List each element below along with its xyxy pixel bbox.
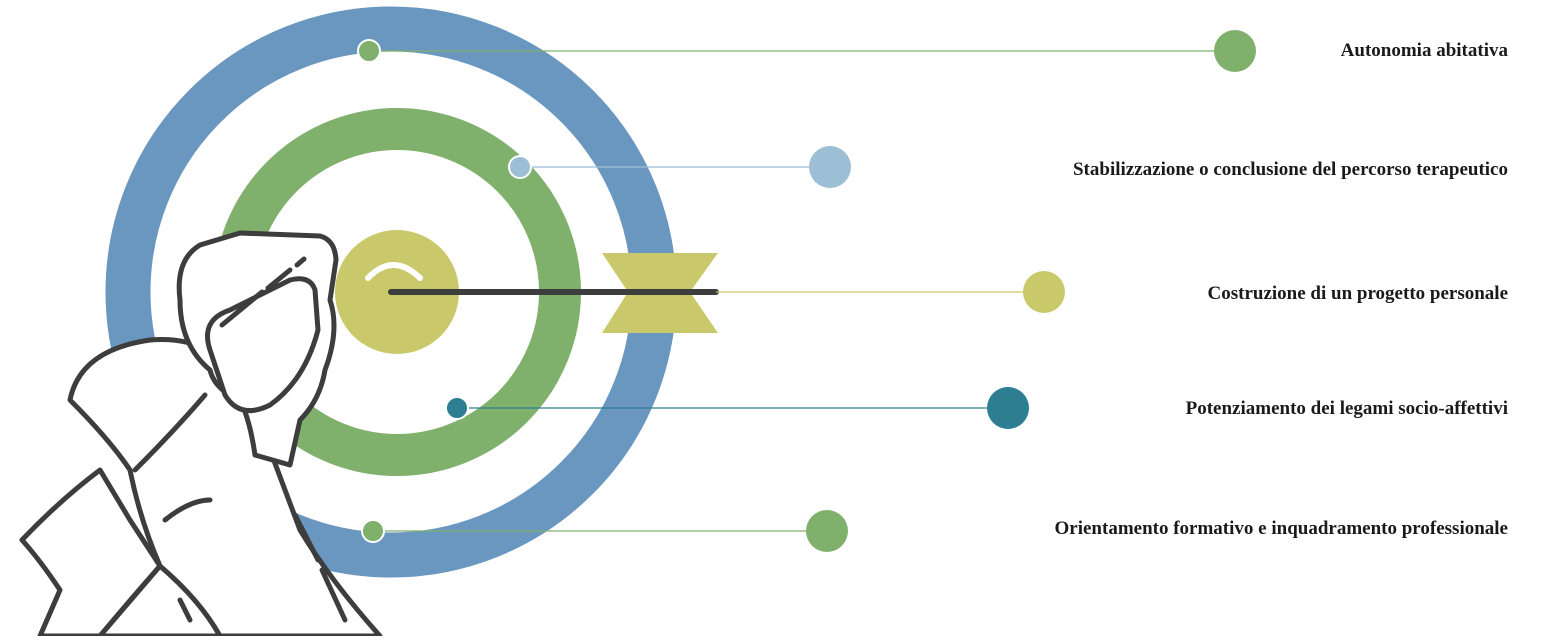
person-detail-lines (132, 256, 348, 623)
bullseye-highlight (365, 262, 423, 281)
legend-dot-3 (1023, 271, 1065, 313)
legend-dot-4 (987, 387, 1029, 429)
legend-label-2: Stabilizzazione o conclusione del percor… (1072, 159, 1508, 180)
anchor-dot-5 (361, 519, 385, 543)
legend-dot-1 (1214, 30, 1256, 72)
legend-label-5: Orientamento formativo e inquadramento p… (1054, 518, 1509, 539)
legend-dot-2 (809, 146, 851, 188)
legend-label-4: Potenziamento dei legami socio-affettivi (1185, 398, 1508, 419)
anchor-dot-2 (508, 155, 532, 179)
legend-label-1: Autonomia abitativa (1340, 40, 1508, 61)
legend-dot-5 (806, 510, 848, 552)
anchor-dot-1 (357, 39, 381, 63)
legend-label-3: Costruzione di un progetto personale (1207, 283, 1508, 304)
anchor-dot-4 (445, 396, 469, 420)
